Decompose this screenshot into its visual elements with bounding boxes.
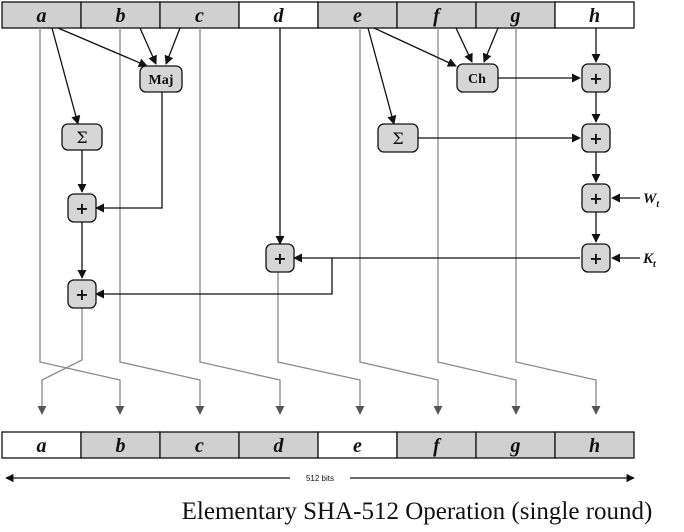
line-g-to-h: [515, 28, 601, 415]
bottom-register-f: f: [396, 431, 477, 459]
a-to-sigma0: [51, 27, 81, 125]
top-register-b: b: [80, 1, 161, 29]
bottom-register-e: e: [317, 431, 398, 459]
line-f-to-g: [437, 28, 521, 415]
bottom-register-label: b: [116, 435, 126, 457]
top-register-c: c: [159, 1, 240, 29]
plus-label: +: [589, 249, 602, 268]
e-to-sigma1: [367, 27, 397, 125]
bottom-register-label: a: [37, 435, 47, 457]
bottom-register-b: b: [80, 431, 161, 459]
adder-h2: +: [581, 123, 611, 153]
line-b-to-c: [119, 28, 205, 415]
c-to-maj: [164, 27, 181, 65]
sigma0-label: Σ: [76, 128, 87, 147]
bottom-register-label: c: [195, 435, 204, 457]
sigma0-box: Σ: [61, 123, 103, 151]
top-register-label: c: [195, 5, 204, 27]
line-new-e: [277, 270, 365, 415]
bottom-register-label: d: [274, 435, 285, 457]
bottom-register-a: a: [1, 431, 82, 459]
line-c-to-d: [199, 28, 285, 415]
line-new-a: [37, 306, 83, 415]
top-register-label: e: [353, 5, 362, 27]
bottom-register-h: h: [554, 431, 635, 459]
adder-d: +: [265, 243, 295, 273]
top-register-label: d: [274, 5, 285, 27]
maj-box: Maj: [139, 65, 183, 93]
round-inputs: Wt Kt: [642, 191, 660, 270]
plus-label: +: [273, 249, 286, 268]
logic-lines: [51, 27, 640, 299]
top-register-label: b: [116, 5, 126, 27]
adder-h4: +: [581, 243, 611, 273]
adder-a1: +: [67, 193, 97, 223]
pass-through-lines: [37, 28, 601, 415]
plus-label: +: [589, 69, 602, 88]
top-register-label: h: [589, 5, 600, 27]
bottom-register-label: h: [589, 435, 600, 457]
maj-to-add: [95, 92, 163, 213]
maj-label: Maj: [149, 73, 174, 88]
top-register-h: h: [554, 1, 635, 29]
plus-label: +: [75, 285, 88, 304]
top-register-label: a: [37, 5, 47, 27]
bottom-register-label: f: [433, 435, 442, 457]
width-label: 512 bits: [306, 474, 334, 483]
width-indicator: 512 bits: [5, 473, 635, 483]
top-register-label: f: [433, 5, 442, 27]
figure-caption: Elementary SHA-512 Operation (single rou…: [181, 498, 653, 525]
top-register-f: f: [396, 1, 477, 29]
f-to-ch: [455, 27, 473, 63]
sigma1-label: Σ: [392, 129, 403, 148]
a-to-maj: [57, 27, 148, 67]
adder-h3: +: [581, 183, 611, 213]
adder-h1: +: [581, 63, 611, 93]
top-register-e: e: [317, 1, 398, 29]
op-boxes: Maj Ch Σ Σ + + + + + + +: [61, 63, 611, 309]
top-register-g: g: [475, 1, 556, 29]
bottom-register-label: e: [353, 435, 362, 457]
e-to-ch: [373, 27, 457, 67]
b-to-maj: [139, 27, 157, 65]
k-input-label: Kt: [642, 251, 657, 270]
bottom-register-bank: a b c d e f g h: [1, 431, 635, 459]
sigma1-box: Σ: [377, 123, 419, 153]
ch-box: Ch: [456, 63, 499, 93]
line-e-to-f: [359, 28, 443, 415]
top-register-bank: a b c d e f g h: [1, 1, 635, 29]
top-register-a: a: [1, 1, 82, 29]
g-to-ch: [482, 27, 499, 63]
plus-label: +: [589, 129, 602, 148]
line-a-to-b: [39, 28, 125, 415]
top-register-d: d: [238, 1, 319, 29]
t1-to-newa: [95, 257, 580, 299]
bottom-register-g: g: [475, 431, 556, 459]
bottom-register-d: d: [238, 431, 319, 459]
bottom-register-label: g: [510, 435, 521, 457]
adder-a2: +: [67, 279, 97, 309]
ch-label: Ch: [468, 72, 486, 87]
w-input-label: Wt: [643, 191, 660, 210]
plus-label: +: [589, 189, 602, 208]
sha512-round-diagram: a b c d e f g h: [1, 1, 660, 483]
plus-label: +: [75, 199, 88, 218]
top-register-label: g: [510, 5, 521, 27]
bottom-register-c: c: [159, 431, 240, 459]
